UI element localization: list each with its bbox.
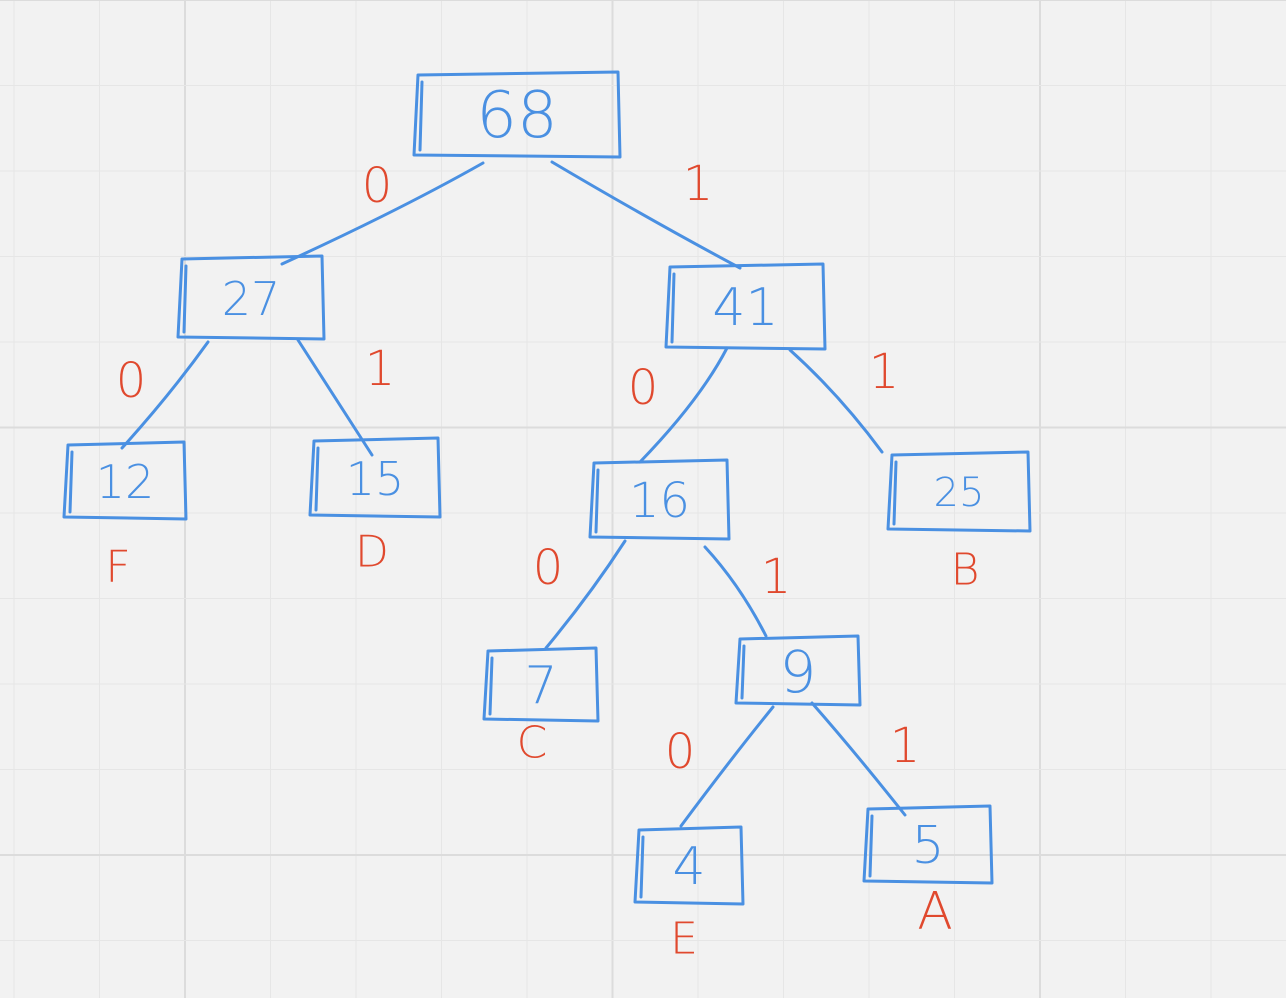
node-box: [633, 825, 745, 906]
node-box: [862, 804, 994, 885]
edge-68-to-27: [280, 161, 485, 266]
edge-bit-label: 1: [365, 341, 396, 397]
edge-bit-label: 0: [362, 158, 393, 214]
node-box: [588, 458, 731, 541]
tree-node-12: 12F: [62, 440, 188, 593]
tree-node-16: 16: [588, 458, 731, 541]
leaf-symbol-A: A: [917, 882, 953, 942]
edge-68-to-41: [550, 160, 742, 270]
node-value: 9: [780, 638, 817, 706]
edge-9-to-5: [810, 701, 907, 817]
tree-node-7: 7C: [482, 646, 600, 769]
edge-9-to-4: [679, 705, 775, 828]
leaf-symbol-D: D: [355, 527, 389, 578]
leaf-symbol-C: C: [517, 718, 548, 769]
edge-16-to-7: [544, 539, 627, 650]
edge-bit-label: 0: [533, 540, 564, 596]
node-box: [308, 436, 442, 519]
node-box: [482, 646, 600, 723]
node-value: 5: [911, 816, 944, 876]
edge-27-to-15: [296, 338, 374, 457]
node-value: 68: [476, 79, 557, 153]
node-box: [734, 634, 862, 707]
leaf-symbol-E: E: [670, 914, 698, 965]
edge-bit-label: 1: [869, 344, 900, 400]
node-value: 12: [96, 455, 155, 509]
tree-node-5: 5A: [862, 804, 994, 942]
edge-bit-label: 0: [628, 360, 659, 416]
tree-node-68: 68: [412, 70, 622, 159]
tree-node-9: 9: [734, 634, 862, 707]
tree-node-41: 41: [664, 262, 827, 351]
edge-41-to-25: [788, 348, 884, 454]
tree-node-25: 25B: [886, 450, 1032, 596]
node-value: 7: [524, 656, 557, 716]
node-box: [176, 254, 326, 341]
node-box: [886, 450, 1032, 533]
edge-27-to-12: [120, 340, 210, 450]
edge-bit-label: 1: [761, 549, 792, 605]
node-value: 41: [712, 278, 778, 338]
edge-bit-label: 0: [665, 724, 696, 780]
leaf-symbol-B: B: [951, 545, 980, 596]
edge-16-to-9: [703, 545, 768, 638]
node-value: 25: [934, 470, 985, 516]
node-box: [412, 70, 622, 159]
node-value: 4: [672, 837, 705, 897]
tree-node-15: 15D: [308, 436, 442, 578]
edge-bit-label: 1: [683, 156, 714, 212]
leaf-symbol-F: F: [105, 542, 130, 593]
node-value: 16: [629, 473, 690, 529]
tree-node-27: 27: [176, 254, 326, 341]
edge-41-to-16: [638, 346, 729, 464]
edge-bit-label: 0: [116, 353, 147, 409]
tree-node-4: 4E: [633, 825, 745, 965]
node-value: 27: [222, 272, 281, 326]
node-value: 15: [346, 452, 405, 506]
node-box: [62, 440, 188, 521]
node-box: [664, 262, 827, 351]
edge-bit-label: 1: [890, 718, 921, 774]
